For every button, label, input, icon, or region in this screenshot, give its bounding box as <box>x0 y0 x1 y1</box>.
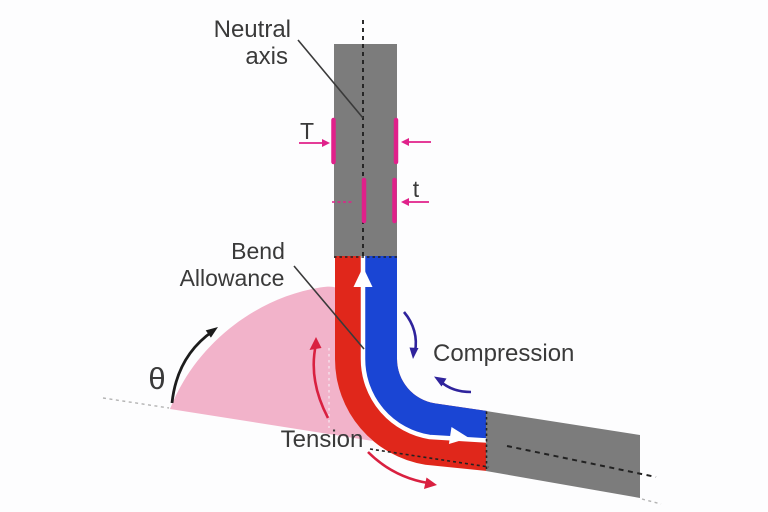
theta-arrowhead-icon <box>205 327 218 338</box>
neutral-axis-arrow-up-icon <box>353 267 373 287</box>
tension-arrow-outer-icon <box>367 451 429 485</box>
neutral-axis-arrow-right-icon <box>448 427 469 444</box>
dimension-arrowhead-left-icon <box>401 198 409 206</box>
neutral-axis-label-line2: axis <box>245 43 288 70</box>
tension-label: Tension <box>281 426 364 453</box>
bend-allowance-label-line1: Bend <box>231 238 285 264</box>
total-thickness-dimension <box>299 117 431 165</box>
neutral-axis-leader-line <box>297 39 364 119</box>
tangent-dash-left <box>102 397 170 409</box>
tension-arrowhead-icon <box>424 477 437 489</box>
bend-allowance-leader-line <box>293 265 365 350</box>
compression-band <box>361 256 487 440</box>
tension-arrowhead-icon <box>309 337 322 350</box>
dimension-arrowhead-right-icon <box>322 139 330 147</box>
neutral-depth-dimension <box>332 177 429 224</box>
total-thickness-label: T <box>300 118 314 144</box>
bend-angle-label: θ <box>148 361 165 396</box>
compression-arrowhead-icon <box>409 347 419 359</box>
theta-arc-arrow-icon <box>170 329 214 404</box>
neutral-axis-line <box>360 256 488 443</box>
compression-arrowhead-icon <box>434 376 447 387</box>
tangent-dash-under-bend <box>369 448 490 468</box>
tension-arrow-inner-icon <box>312 343 330 419</box>
neutral-axis-label-line1: Neutral <box>214 16 291 43</box>
vertical-flange <box>334 44 397 258</box>
horizontal-flange <box>486 411 640 498</box>
neutral-depth-label: t <box>413 176 420 202</box>
neutral-axis-dash-horizontal <box>506 445 657 478</box>
bend-allowance-label-line2: Allowance <box>180 265 285 291</box>
compression-label: Compression <box>433 340 574 367</box>
dimension-arrowhead-left-icon <box>401 138 409 146</box>
